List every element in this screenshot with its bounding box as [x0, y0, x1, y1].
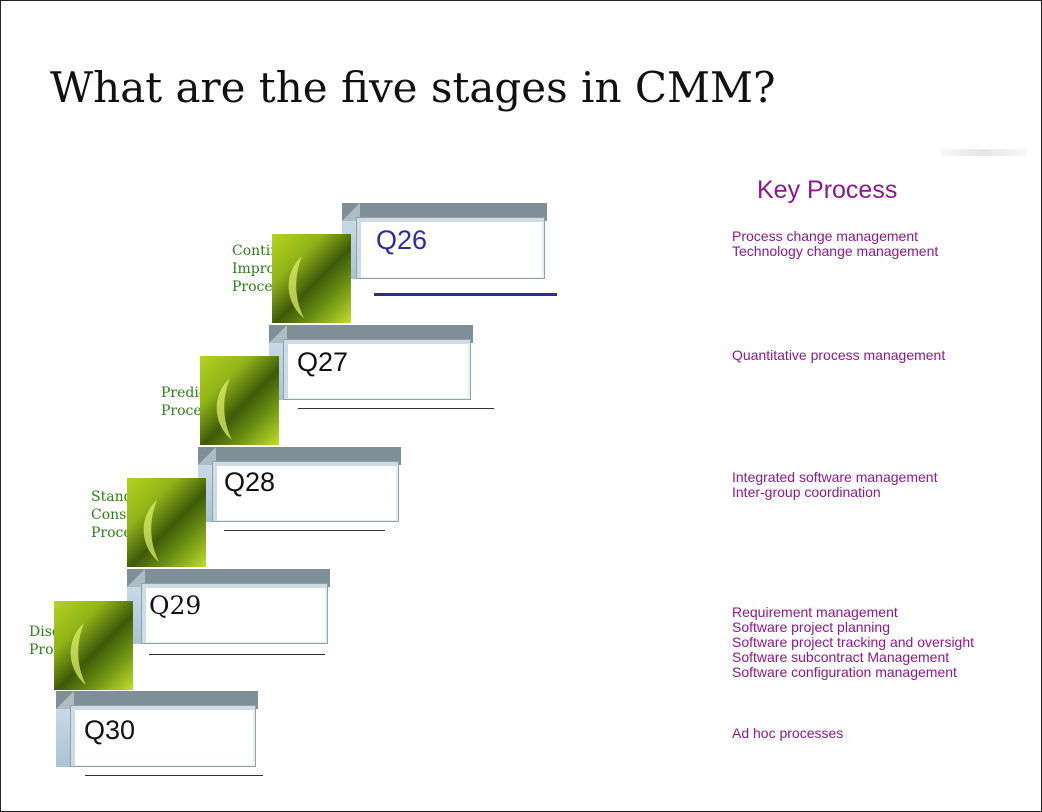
answer-blank-q28: [224, 530, 385, 531]
stage-tile-icon-level-4: [200, 356, 279, 445]
answer-blank-q27: [298, 408, 494, 409]
stage-tile-icon-level-2: [54, 601, 133, 690]
question-q28: Q28: [224, 467, 276, 497]
key-process-heading: Key Process: [757, 176, 898, 204]
question-q26: Q26: [376, 225, 428, 255]
answer-blank-q29: [149, 654, 325, 655]
step-level-1: Q30: [56, 691, 258, 767]
key-process-level-5: Process change management Technology cha…: [732, 228, 939, 259]
question-q29: Q29: [149, 591, 202, 620]
slide-title: What are the five stages in CMM?: [50, 63, 776, 112]
question-q27: Q27: [297, 347, 349, 377]
step-level-3: Q28: [198, 447, 401, 522]
step-level-2: Q29: [127, 569, 330, 644]
step-level-5: Q26: [342, 203, 547, 279]
answer-blank-q30: [85, 775, 263, 776]
corner-decoration: [941, 149, 1026, 156]
question-q30: Q30: [84, 715, 136, 745]
step-level-4: Q27: [269, 325, 473, 400]
key-process-level-2: Requirement management Software project …: [732, 604, 975, 680]
answer-blank-q26: [374, 293, 557, 296]
stage-tile-icon-level-5: [272, 234, 351, 323]
key-process-level-1: Ad hoc processes: [732, 725, 844, 741]
key-process-level-4: Quantitative process management: [732, 347, 946, 363]
stage-tile-icon-level-3: [127, 478, 206, 567]
key-process-level-3: Integrated software management Inter-gro…: [732, 469, 938, 500]
